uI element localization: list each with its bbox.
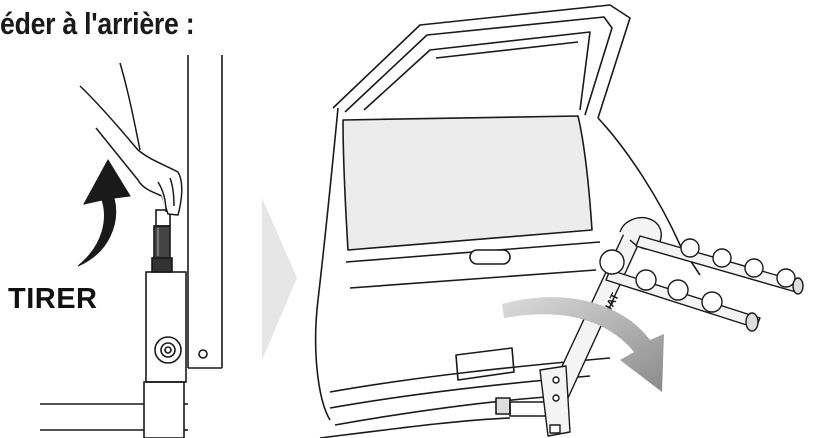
curved-up-arrow-icon: [78, 160, 130, 266]
pull-pin-detail: [40, 55, 222, 438]
step-chevron-icon: [262, 198, 297, 360]
bike-rack-illustration: [540, 218, 803, 436]
